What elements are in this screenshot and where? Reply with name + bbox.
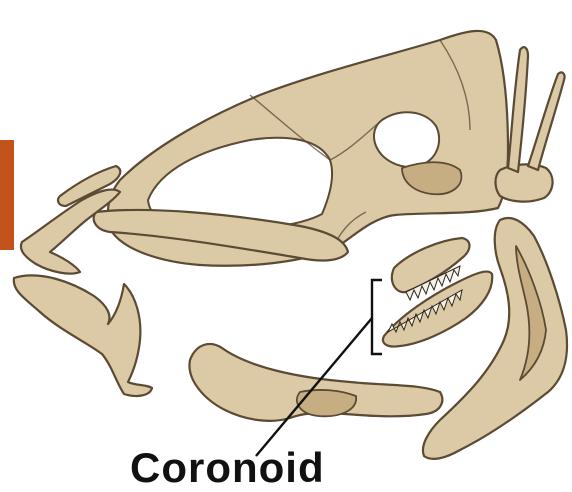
supratemporal-spine-2 [528,72,565,170]
upper-jaw-fragment [14,275,152,396]
quadrate [496,164,553,201]
coronoid-bracket [372,280,382,354]
supratemporal-spine-1 [508,47,528,172]
coronoid-label: Coronoid [130,444,325,492]
skull-diagram [0,0,572,476]
surangular [297,390,356,416]
